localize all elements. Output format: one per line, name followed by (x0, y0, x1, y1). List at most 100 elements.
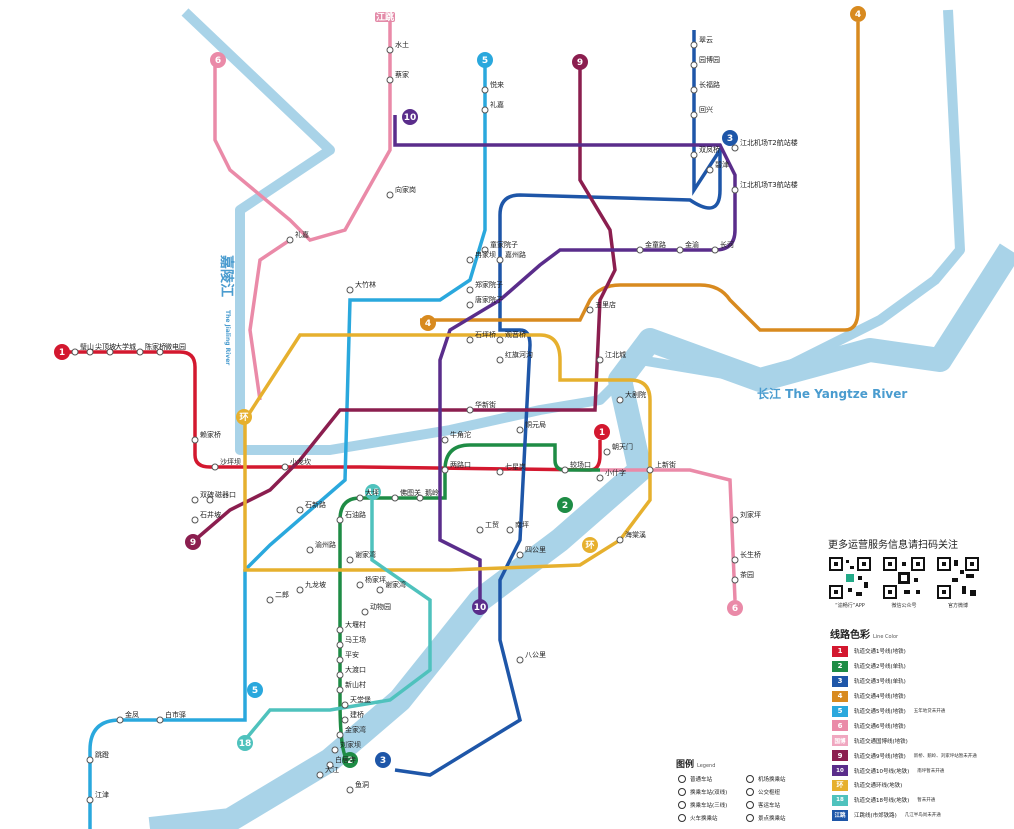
legend-label: 普通车站 (690, 777, 713, 783)
station-xiejiawan[interactable] (346, 556, 354, 564)
station-jiangbeicheng[interactable] (596, 356, 604, 364)
station-label-xiejialing: 谢家湾 (385, 580, 406, 589)
legend-label: 换乘车站(双线) (690, 790, 728, 796)
station-dazhulin[interactable] (346, 286, 354, 294)
station-baiju[interactable] (326, 761, 334, 769)
station-jiazhoulu[interactable] (496, 256, 504, 264)
station-yudong[interactable] (346, 786, 354, 794)
legend-item-transfer2: 换乘车站(双线) (678, 788, 727, 796)
station-yuelai[interactable] (481, 86, 489, 94)
station-chenjiaqiao[interactable] (136, 348, 144, 356)
station-caijiawan[interactable] (386, 76, 394, 84)
station-dayancun[interactable] (336, 626, 344, 634)
station-shipingqiao[interactable] (466, 336, 474, 344)
station-niujiaotuo[interactable] (441, 436, 449, 444)
station-shapingba[interactable] (211, 463, 219, 471)
station-shuiwan[interactable] (386, 46, 394, 54)
station-ranjiaba[interactable] (466, 256, 474, 264)
qr-weibo[interactable]: 官方微博 (936, 556, 980, 609)
station-nanping[interactable] (506, 526, 514, 534)
station-wulidian[interactable] (586, 306, 594, 314)
line-color-name: 轨道交通国博线(地铁) (854, 738, 908, 745)
station-jinjiawan[interactable] (336, 731, 344, 739)
station-jiefangbei[interactable] (561, 466, 569, 474)
station-jiulongpo[interactable] (296, 586, 304, 594)
station-jiangbeiairport[interactable] (731, 144, 739, 152)
station-tongyuanju[interactable] (516, 426, 524, 434)
qr-app[interactable]: “渝畅行”APP (828, 556, 872, 609)
station-shiyoulu[interactable] (336, 516, 344, 524)
station-xiejialing[interactable] (376, 586, 384, 594)
station-chaotianmen[interactable] (603, 448, 611, 456)
station-erlang[interactable] (266, 596, 274, 604)
station-jiangbeiairport3[interactable] (731, 186, 739, 194)
station-jinfeng[interactable] (116, 716, 124, 724)
station-dajiang[interactable] (316, 771, 324, 779)
station-zhenggan[interactable] (466, 286, 474, 294)
station-baishiyi[interactable] (156, 716, 164, 724)
station-hongqihegou[interactable] (496, 356, 504, 364)
station-bagongli[interactable] (516, 656, 524, 664)
station-zhanjia[interactable] (191, 436, 199, 444)
station-eling[interactable] (416, 494, 424, 502)
station-daping[interactable] (356, 494, 364, 502)
station-changhelu[interactable] (711, 246, 719, 254)
station-shijingpo[interactable] (191, 516, 199, 524)
station-xiangjiagang[interactable] (386, 191, 394, 199)
station-liujiaba[interactable] (331, 746, 339, 754)
station-daxuecheng[interactable] (106, 348, 114, 356)
station-weidianyuan[interactable] (156, 348, 164, 356)
station-bijin[interactable] (706, 166, 714, 174)
station-jiangjin[interactable] (86, 796, 94, 804)
station-yangjiaping[interactable] (356, 581, 364, 589)
station-label-yuanyang: 园博园 (699, 55, 720, 64)
station-daqian[interactable] (616, 396, 624, 404)
station-changshengqiao[interactable] (731, 556, 739, 564)
station-shuangfengqiao[interactable] (690, 151, 698, 159)
station-gongmao[interactable] (476, 526, 484, 534)
station-tiantangbao[interactable] (341, 701, 349, 709)
station-jinyu[interactable] (676, 246, 684, 254)
station-dadukou[interactable] (336, 671, 344, 679)
station-shixinlu[interactable] (296, 506, 304, 514)
qr-wechat[interactable]: 微信公众号 (882, 556, 926, 609)
station-lijia[interactable] (286, 236, 294, 244)
station-tongjiayuanzi[interactable] (481, 246, 489, 254)
station-chayuan[interactable] (731, 576, 739, 584)
line-color-note: 暂未开通 (917, 798, 936, 804)
station-xiaoshizi[interactable] (596, 474, 604, 482)
station-haitangxi[interactable] (616, 536, 624, 544)
station-changfulu[interactable] (690, 86, 698, 94)
station-shuangbei[interactable] (191, 496, 199, 504)
jialing-river (181, 8, 965, 455)
station-fotuguan[interactable] (391, 494, 399, 502)
station-label-weidianyuan: 微电园 (165, 342, 186, 351)
station-tangjiayuanzi[interactable] (466, 301, 474, 309)
station-yuzhou[interactable] (306, 546, 314, 554)
station-jintonglu[interactable] (636, 246, 644, 254)
station-lianglukou[interactable] (441, 466, 449, 474)
station-label-zhanjia: 赖家桥 (200, 430, 221, 439)
station-jiandingpo[interactable] (86, 348, 94, 356)
station-liujiaping[interactable] (731, 516, 739, 524)
station-xiaolongkan[interactable] (281, 463, 289, 471)
station-cuiyun[interactable] (690, 41, 698, 49)
station-qixinggang[interactable] (496, 468, 504, 476)
station-dongwuyuan[interactable] (361, 608, 369, 616)
station-huixing[interactable] (690, 111, 698, 119)
station-pingan[interactable] (336, 656, 344, 664)
station-shangxinjie[interactable] (646, 466, 654, 474)
station-jianqiao[interactable] (341, 716, 349, 724)
station-bishan[interactable] (71, 348, 79, 356)
station-xinshancun[interactable] (336, 686, 344, 694)
station-guanyinqiao[interactable] (496, 336, 504, 344)
station-label-changshengqiao: 长生桥 (740, 550, 761, 559)
station-yuanyang[interactable] (690, 61, 698, 69)
station-huigongguan[interactable] (516, 551, 524, 559)
station-huaxinjie[interactable] (466, 406, 474, 414)
station-mawangchang[interactable] (336, 641, 344, 649)
station-tiaodeng[interactable] (86, 756, 94, 764)
station-lijiaxi[interactable] (481, 106, 489, 114)
station-ciqikou[interactable] (206, 496, 214, 504)
